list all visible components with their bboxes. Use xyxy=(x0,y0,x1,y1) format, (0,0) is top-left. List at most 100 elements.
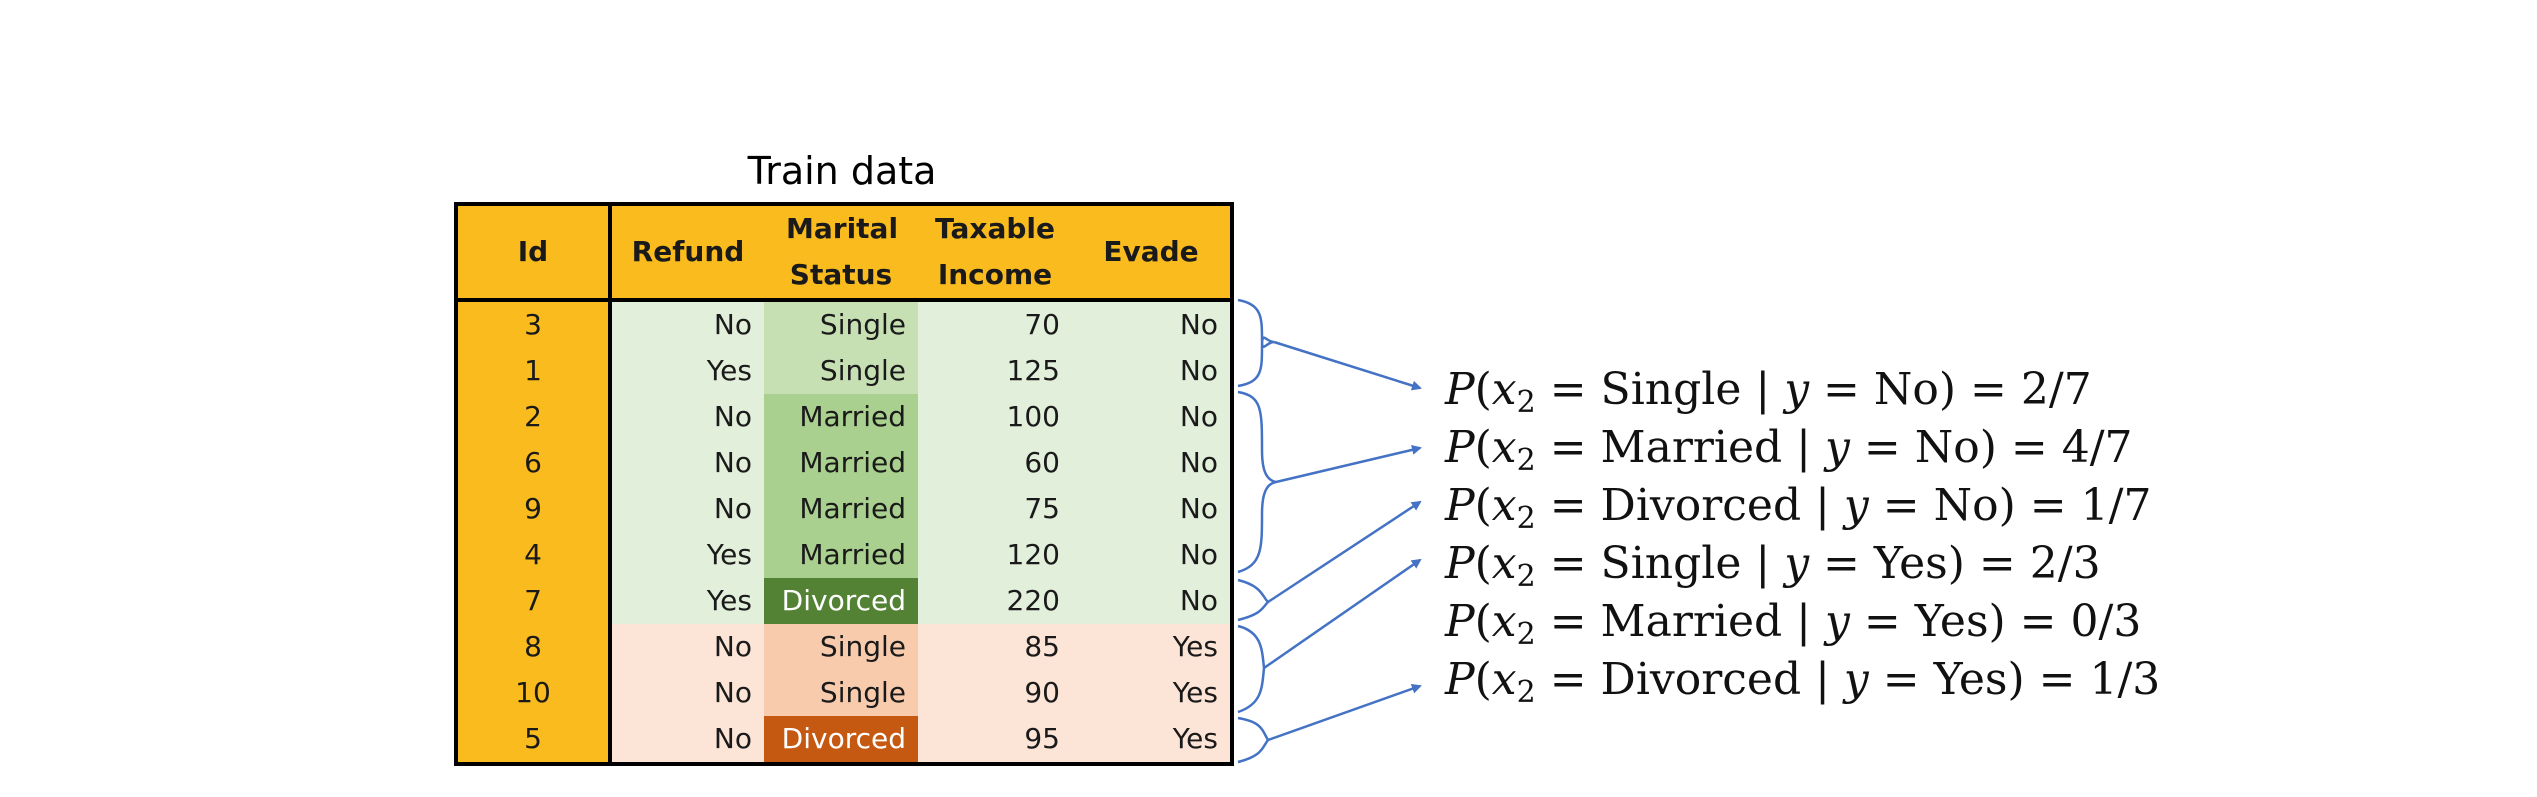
cell-refund: No xyxy=(610,300,764,348)
cell-evade: No xyxy=(1072,578,1232,624)
table-row: 3 No Single 70 No xyxy=(456,300,1232,348)
cell-id: 8 xyxy=(456,624,612,670)
brace-married-no xyxy=(1237,390,1277,574)
cell-taxable-income: 90 xyxy=(918,670,1072,716)
brace-divorced-no xyxy=(1237,578,1270,622)
cell-id: 2 xyxy=(456,394,612,440)
table-header-row: Id Refund Marital Status Taxable Income … xyxy=(456,204,1232,302)
arrow-divorced-yes xyxy=(1267,683,1422,742)
arrow-divorced-no xyxy=(1267,500,1422,604)
probability-label: Yes xyxy=(1914,596,1989,647)
cell-id: 3 xyxy=(456,300,612,348)
table-row: 8 No Single 85 Yes xyxy=(456,624,1232,670)
probability-single-yes: P(x2 = Single | y = Yes) = 2/3 xyxy=(1445,538,2101,594)
table-row: 9 No Married 75 No xyxy=(456,486,1232,532)
cell-taxable-income: 95 xyxy=(918,716,1072,764)
cell-refund: No xyxy=(610,624,764,670)
cell-refund: No xyxy=(610,486,764,532)
column-header-taxable-income-label: Taxable Income xyxy=(935,212,1055,291)
cell-refund: No xyxy=(610,394,764,440)
cell-marital-status: Single xyxy=(764,300,918,348)
probability-label: No xyxy=(1914,422,1980,473)
cell-taxable-income: 75 xyxy=(918,486,1072,532)
probability-category: Divorced xyxy=(1600,480,1802,531)
cell-evade: Yes xyxy=(1072,670,1232,716)
probability-label: No xyxy=(1873,364,1939,415)
probability-fraction: 0/3 xyxy=(2070,596,2142,647)
column-header-marital-status-label: Marital Status xyxy=(786,212,899,291)
table-row: 10 No Single 90 Yes xyxy=(456,670,1232,716)
cell-marital-status: Divorced xyxy=(764,578,918,624)
column-header-evade: Evade xyxy=(1072,204,1232,302)
probability-married-yes: P(x2 = Married | y = Yes) = 0/3 xyxy=(1445,596,2142,652)
probability-fraction: 2/7 xyxy=(2020,364,2092,415)
probability-category: Single xyxy=(1600,364,1742,415)
cell-refund: No xyxy=(610,670,764,716)
probability-fraction: 1/7 xyxy=(2080,480,2152,531)
table-row: 2 No Married 100 No xyxy=(456,394,1232,440)
cell-taxable-income: 85 xyxy=(918,624,1072,670)
cell-taxable-income: 125 xyxy=(918,348,1072,394)
brace-single-no xyxy=(1237,298,1275,388)
probability-label: No xyxy=(1933,480,1999,531)
cell-taxable-income: 70 xyxy=(918,300,1072,348)
cell-id: 9 xyxy=(456,486,612,532)
table-row: 5 No Divorced 95 Yes xyxy=(456,716,1232,764)
table-caption: Train data xyxy=(747,149,937,193)
cell-id: 1 xyxy=(456,348,612,394)
probability-fraction: 4/7 xyxy=(2061,422,2133,473)
cell-id: 7 xyxy=(456,578,612,624)
cell-id: 10 xyxy=(456,670,612,716)
cell-marital-status: Married xyxy=(764,486,918,532)
train-data-table: Id Refund Marital Status Taxable Income … xyxy=(454,202,1234,766)
column-header-id: Id xyxy=(456,204,612,302)
cell-marital-status: Single xyxy=(764,348,918,394)
cell-refund: No xyxy=(610,716,764,764)
table-row: 6 No Married 60 No xyxy=(456,440,1232,486)
column-header-refund: Refund xyxy=(610,204,764,302)
cell-taxable-income: 100 xyxy=(918,394,1072,440)
table-row: 4 Yes Married 120 No xyxy=(456,532,1232,578)
cell-marital-status: Married xyxy=(764,394,918,440)
probability-married-no: P(x2 = Married | y = No) = 4/7 xyxy=(1445,422,2133,478)
cell-refund: No xyxy=(610,440,764,486)
arrow-married-no xyxy=(1275,444,1422,484)
cell-marital-status: Married xyxy=(764,532,918,578)
cell-refund: Yes xyxy=(610,578,764,624)
cell-id: 4 xyxy=(456,532,612,578)
cell-evade: No xyxy=(1072,348,1232,394)
cell-evade: Yes xyxy=(1072,624,1232,670)
probability-category: Married xyxy=(1600,422,1783,473)
cell-marital-status: Married xyxy=(764,440,918,486)
cell-evade: No xyxy=(1072,440,1232,486)
table-row: 7 Yes Divorced 220 No xyxy=(456,578,1232,624)
table-row: 1 Yes Single 125 No xyxy=(456,348,1232,394)
probability-category: Single xyxy=(1600,538,1742,589)
probability-divorced-no: P(x2 = Divorced | y = No) = 1/7 xyxy=(1445,480,2152,536)
cell-refund: Yes xyxy=(610,532,764,578)
probability-label: Yes xyxy=(1873,538,1948,589)
cell-refund: Yes xyxy=(610,348,764,394)
probability-label: Yes xyxy=(1933,654,2008,705)
probability-category: Divorced xyxy=(1600,654,1802,705)
probability-fraction: 2/3 xyxy=(2029,538,2101,589)
probability-single-no: P(x2 = Single | y = No) = 2/7 xyxy=(1445,364,2092,420)
brace-divorced-yes xyxy=(1237,716,1270,764)
cell-evade: No xyxy=(1072,394,1232,440)
cell-marital-status: Single xyxy=(764,624,918,670)
cell-evade: No xyxy=(1072,300,1232,348)
cell-taxable-income: 120 xyxy=(918,532,1072,578)
column-header-marital-status: Marital Status xyxy=(764,204,918,302)
cell-taxable-income: 60 xyxy=(918,440,1072,486)
probability-fraction: 1/3 xyxy=(2089,654,2161,705)
cell-marital-status: Divorced xyxy=(764,716,918,764)
cell-marital-status: Single xyxy=(764,670,918,716)
probability-divorced-yes: P(x2 = Divorced | y = Yes) = 1/3 xyxy=(1445,654,2161,710)
probability-category: Married xyxy=(1600,596,1783,647)
column-header-taxable-income: Taxable Income xyxy=(918,204,1072,302)
cell-id: 5 xyxy=(456,716,612,764)
cell-id: 6 xyxy=(456,440,612,486)
cell-evade: No xyxy=(1072,532,1232,578)
cell-evade: Yes xyxy=(1072,716,1232,764)
